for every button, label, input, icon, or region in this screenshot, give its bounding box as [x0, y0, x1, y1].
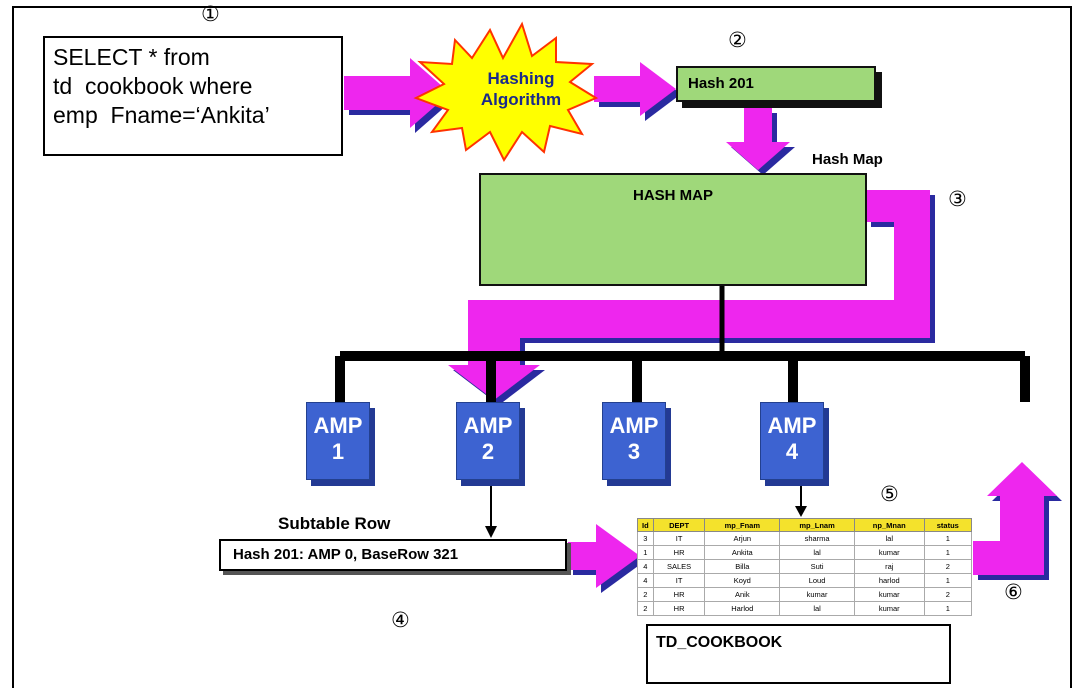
step-6-marker: ⑥: [1004, 580, 1023, 604]
query-line: emp Fname=‘Ankita’: [53, 102, 270, 128]
diagram-frame: [12, 6, 1072, 688]
arrow-query-to-hash: [344, 58, 450, 128]
table-cell: 3: [637, 531, 654, 546]
table-cell: sharma: [779, 531, 855, 546]
step-1-marker: ①: [201, 2, 220, 26]
table-cell: kumar: [853, 545, 925, 560]
query-line: td cookbook where: [53, 73, 253, 99]
column-header: mp_Fnam: [704, 518, 781, 532]
table-cell: 1: [923, 573, 973, 588]
table-cell: kumar: [853, 587, 925, 602]
table-cell: Ankita: [704, 545, 781, 560]
table-row: 4 SALES Billa Suti raj 2: [637, 559, 973, 574]
table-row: 2 HR Harlod lal kumar 1: [637, 601, 973, 616]
column-header: status: [923, 518, 973, 532]
table-cell: HR: [652, 587, 706, 602]
table-cell: 4: [637, 559, 654, 574]
table-cell: 2: [923, 559, 973, 574]
column-header: np_Mnan: [853, 518, 925, 532]
step-5-marker: ⑤: [880, 482, 899, 506]
step-2-marker: ②: [728, 28, 747, 52]
table-cell: Loud: [779, 573, 855, 588]
table-cell: HR: [652, 601, 706, 616]
hash-value-box: Hash 201: [676, 66, 876, 102]
arrow-hash-to-value: [594, 62, 676, 116]
column-header: Id: [637, 518, 654, 532]
table-row: 2 HR Anik kumar kumar 2: [637, 587, 973, 602]
table-cell: HR: [652, 545, 706, 560]
table-cell: 4: [637, 573, 654, 588]
table-cell: IT: [652, 531, 706, 546]
table-cell: Suti: [779, 559, 855, 574]
table-cell: lal: [853, 531, 925, 546]
step-4-marker: ④: [391, 608, 410, 632]
table-cell: 1: [923, 601, 973, 616]
subtable-row-label: Subtable Row: [278, 514, 391, 533]
hashing-starburst: [413, 21, 599, 163]
table-cell: kumar: [853, 601, 925, 616]
table-header-row: Id DEPT mp_Fnam mp_Lnam np_Mnan status: [637, 518, 973, 532]
table-cell: Arjun: [704, 531, 781, 546]
query-line: SELECT * from: [53, 44, 210, 70]
sql-query-box: SELECT * from td cookbook where emp Fnam…: [43, 36, 343, 156]
amp-down-arrows: [485, 480, 807, 538]
table-cell: Koyd: [704, 573, 781, 588]
table-cell: IT: [652, 573, 706, 588]
table-cell: kumar: [779, 587, 855, 602]
table-cell: 2: [637, 601, 654, 616]
table-cell: Billa: [704, 559, 781, 574]
subtable-row-box: Hash 201: AMP 0, BaseRow 321: [219, 539, 567, 571]
table-cell: lal: [779, 601, 855, 616]
table-cell: Anik: [704, 587, 781, 602]
table-cell: 2: [637, 587, 654, 602]
table-cell: lal: [779, 545, 855, 560]
arrow-subtable-to-table: [568, 524, 640, 588]
step-3-marker: ③: [948, 187, 967, 211]
hashing-algorithm-label: Hashing Algorithm: [480, 69, 562, 109]
table-cell: SALES: [652, 559, 706, 574]
column-header: mp_Lnam: [779, 518, 855, 532]
table-cell: Harlod: [704, 601, 781, 616]
arrow-value-to-map: [726, 108, 790, 170]
hash-map-label: Hash Map: [812, 151, 883, 168]
table-cell: harlod: [853, 573, 925, 588]
arrow-map-to-amp2: [448, 190, 930, 400]
arrow-table-out: [973, 462, 1057, 575]
table-title-box: TD_COOKBOOK: [646, 624, 951, 684]
table-row: 3 IT Arjun sharma lal 1: [637, 531, 973, 546]
table-cell: 2: [923, 587, 973, 602]
hash-map-box: HASH MAP: [479, 173, 867, 286]
table-cell: 1: [923, 531, 973, 546]
amp-connector-tree: [335, 286, 1030, 402]
table-cell: 1: [637, 545, 654, 560]
table-row: 1 HR Ankita lal kumar 1: [637, 545, 973, 560]
td-cookbook-table: Id DEPT mp_Fnam mp_Lnam np_Mnan status 3…: [637, 518, 973, 616]
column-header: DEPT: [652, 518, 706, 532]
table-cell: raj: [853, 559, 925, 574]
table-row: 4 IT Koyd Loud harlod 1: [637, 573, 973, 588]
table-cell: 1: [923, 545, 973, 560]
